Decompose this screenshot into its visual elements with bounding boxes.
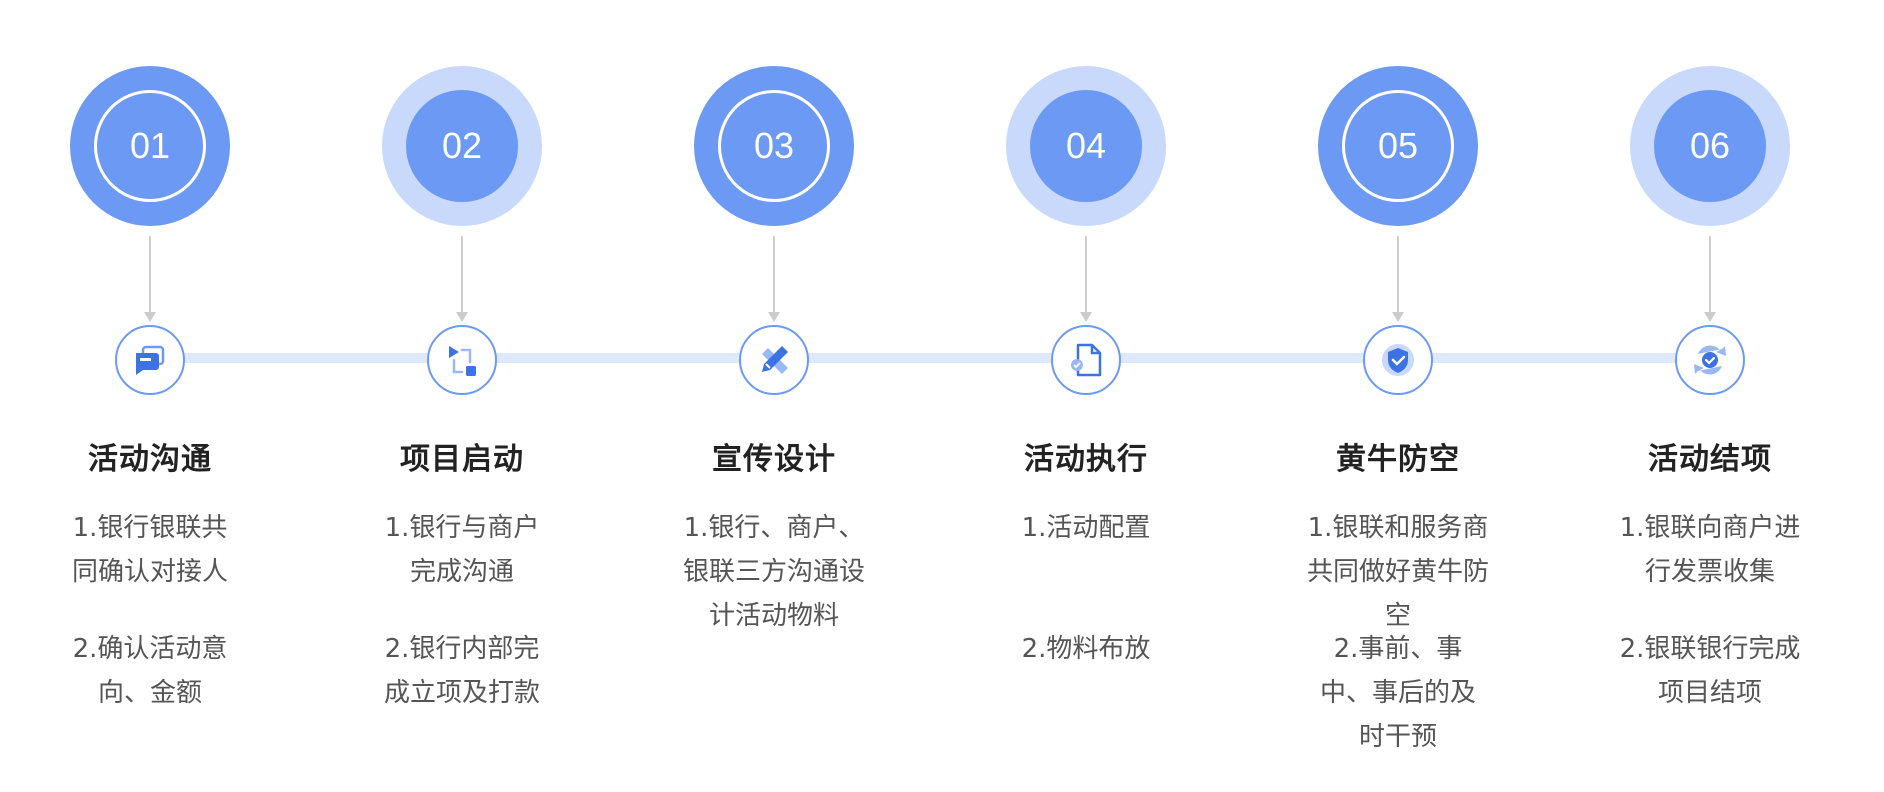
step-3-connector xyxy=(773,236,775,314)
step-3-icon-circle xyxy=(739,325,809,395)
step-4-arrow-icon xyxy=(1080,312,1092,322)
step-4-title: 活动执行 xyxy=(1024,442,1148,477)
step-6-arrow-icon xyxy=(1704,312,1716,322)
step-4-outer-circle: 04 xyxy=(1006,66,1166,226)
cycle-check-icon xyxy=(1694,345,1726,375)
step-3-number: 03 xyxy=(718,90,830,202)
step-2-connector xyxy=(461,236,463,314)
step-4: 04 活动执行 1.活动配置 2.物料布放 xyxy=(946,0,1226,792)
step-1: 01 活动沟通 1.银行银联共同确认对接人 2.确认活动意向、金额 xyxy=(10,0,290,792)
step-2-number: 02 xyxy=(406,90,518,202)
step-2-arrow-icon xyxy=(456,312,468,322)
step-5-arrow-icon xyxy=(1392,312,1404,322)
step-5-desc-1: 1.银联和服务商共同做好黄牛防空 xyxy=(1306,513,1489,631)
step-2-icon-circle xyxy=(427,325,497,395)
document-check-icon xyxy=(1071,343,1102,377)
step-2-title: 项目启动 xyxy=(400,442,524,477)
pencil-ruler-icon xyxy=(762,346,788,374)
step-6-title: 活动结项 xyxy=(1648,442,1772,477)
step-1-connector xyxy=(149,236,151,314)
step-4-desc-2: 2.物料布放 xyxy=(1021,634,1151,664)
step-1-title: 活动沟通 xyxy=(88,442,212,477)
step-6-icon-circle xyxy=(1675,325,1745,395)
step-1-desc-1: 1.银行银联共同确认对接人 xyxy=(71,513,228,587)
step-6-desc-2: 2.银联银行完成项目结项 xyxy=(1619,634,1801,708)
step-1-outer-circle: 01 xyxy=(70,66,230,226)
step-2: 02 项目启动 1.银行与商户完成沟通 2.银行内部完成立项及打款 xyxy=(322,0,602,792)
step-1-number: 01 xyxy=(94,90,206,202)
step-5-connector xyxy=(1397,236,1399,314)
step-3-arrow-icon xyxy=(768,312,780,322)
timeline-line xyxy=(150,353,1740,363)
step-6-desc-1: 1.银联向商户进行发票收集 xyxy=(1619,513,1801,587)
step-5-title: 黄牛防空 xyxy=(1336,442,1460,477)
step-4-icon-circle xyxy=(1051,325,1121,395)
step-6-outer-circle: 06 xyxy=(1630,66,1790,226)
chat-bubble-icon xyxy=(136,345,165,375)
step-3-outer-circle: 03 xyxy=(694,66,854,226)
step-5-outer-circle: 05 xyxy=(1318,66,1478,226)
step-4-number: 04 xyxy=(1030,90,1142,202)
step-2-outer-circle: 02 xyxy=(382,66,542,226)
step-3-title: 宣传设计 xyxy=(712,442,836,477)
step-3: 03 宣传设计 1.银行、商户、银联三方沟通设计活动物料 xyxy=(634,0,914,792)
process-flow-icon xyxy=(449,346,476,376)
step-5-number: 05 xyxy=(1342,90,1454,202)
step-1-icon-circle xyxy=(115,325,185,395)
step-1-arrow-icon xyxy=(144,312,156,322)
step-6-connector xyxy=(1709,236,1711,314)
step-6-number: 06 xyxy=(1654,90,1766,202)
step-5-icon-circle xyxy=(1363,325,1433,395)
step-3-desc-1: 1.银行、商户、银联三方沟通设计活动物料 xyxy=(682,513,865,631)
step-2-desc-2: 2.银行内部完成立项及打款 xyxy=(383,634,540,708)
shield-check-icon xyxy=(1382,344,1414,376)
step-1-desc-2: 2.确认活动意向、金额 xyxy=(72,634,228,708)
step-4-connector xyxy=(1085,236,1087,314)
step-6: 06 活动结项 1.银联向商户进行发票收集 2.银联银行完成项目结项 xyxy=(1570,0,1850,792)
step-5: 05 黄牛防空 1.银联和服务商共同做好黄牛防空 2.事前、事中、事后的及时干预 xyxy=(1258,0,1538,792)
step-2-desc-1: 1.银行与商户完成沟通 xyxy=(384,513,540,587)
step-5-desc-2: 2.事前、事中、事后的及时干预 xyxy=(1319,634,1476,752)
step-4-desc-1: 1.活动配置 xyxy=(1021,513,1151,543)
